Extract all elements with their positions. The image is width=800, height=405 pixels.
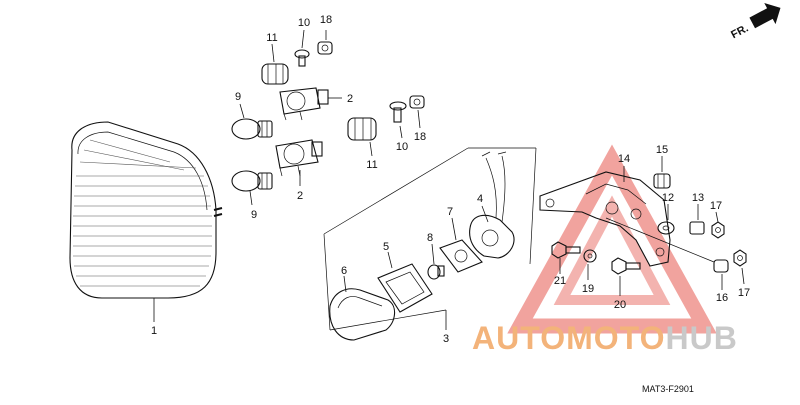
callout-part-9-upper: 9 xyxy=(235,91,241,103)
part-callouts: 1 2 2 3 4 5 6 7 8 9 9 10 10 11 11 12 13 … xyxy=(151,14,750,345)
callout-part-1: 1 xyxy=(151,325,157,337)
license-light-lens xyxy=(329,288,396,341)
license-light-housing xyxy=(469,151,515,259)
callout-part-12: 12 xyxy=(662,192,674,204)
bulb-lower xyxy=(231,170,273,192)
callout-part-2-upper: 2 xyxy=(347,93,353,105)
callout-part-11-lower: 11 xyxy=(366,159,377,171)
callout-part-20: 20 xyxy=(614,299,626,311)
tail-light-lens xyxy=(69,121,223,299)
callout-part-10-upper: 10 xyxy=(298,17,310,29)
rubber-cushion xyxy=(713,259,729,273)
license-light-lens-frame xyxy=(377,263,433,313)
flange-bolt-lower xyxy=(611,257,641,275)
license-light-gasket xyxy=(439,239,483,273)
callout-part-11-upper: 11 xyxy=(266,32,277,44)
license-light-assembly-outline xyxy=(323,147,537,331)
callout-part-5: 5 xyxy=(383,241,389,253)
callout-part-15: 15 xyxy=(656,144,668,156)
callout-part-18-lower: 18 xyxy=(414,131,426,143)
callout-part-19: 19 xyxy=(582,283,594,295)
callout-part-17-lower: 17 xyxy=(738,287,750,299)
watermark-text-part1: AUTOMOTO xyxy=(472,320,665,356)
callout-part-16: 16 xyxy=(716,292,728,304)
screw-upper xyxy=(294,49,310,67)
svg-text:AUTOMOTOHUB: AUTOMOTOHUB xyxy=(472,320,738,356)
callout-part-21: 21 xyxy=(554,275,566,287)
callout-part-6: 6 xyxy=(341,265,347,277)
watermark-text-part2: HUB xyxy=(665,320,737,356)
flange-nut-lower xyxy=(733,249,747,267)
collar-upper xyxy=(317,41,333,55)
callout-part-8: 8 xyxy=(427,232,433,244)
callout-part-13: 13 xyxy=(692,192,704,204)
bulb-socket-lower xyxy=(275,139,323,177)
watermark-text: AUTOMOTOHUB xyxy=(472,320,738,356)
grommet-upper xyxy=(261,63,289,85)
watermark-logo xyxy=(507,144,717,334)
callout-part-10-lower: 10 xyxy=(396,141,408,153)
flange-nut-upper xyxy=(711,221,725,239)
callout-part-7: 7 xyxy=(447,206,453,218)
callout-part-3: 3 xyxy=(443,333,449,345)
bulb-upper xyxy=(231,118,273,140)
washer xyxy=(583,249,597,263)
rubber-bushing xyxy=(653,173,671,189)
callout-part-17-upper: 17 xyxy=(710,200,722,212)
screw-lower xyxy=(389,101,407,123)
collar-lower xyxy=(409,95,425,109)
bracket-grommet xyxy=(657,221,675,235)
callout-part-4: 4 xyxy=(477,193,483,205)
front-direction-indicator: FR. xyxy=(729,2,781,41)
bulb-socket-upper xyxy=(279,87,329,121)
license-bracket xyxy=(539,171,671,267)
callout-part-14: 14 xyxy=(618,153,630,165)
license-light-bulb xyxy=(427,264,445,280)
callout-part-2-lower: 2 xyxy=(297,190,303,202)
callout-part-18-upper: 18 xyxy=(320,14,332,26)
bracket-collar xyxy=(689,221,705,235)
callout-part-9-lower: 9 xyxy=(251,209,257,221)
front-direction-label: FR. xyxy=(729,22,750,41)
drawing-code: MAT3-F2901 xyxy=(642,384,694,394)
grommet-lower xyxy=(347,117,377,141)
flange-bolt-left xyxy=(551,241,581,259)
